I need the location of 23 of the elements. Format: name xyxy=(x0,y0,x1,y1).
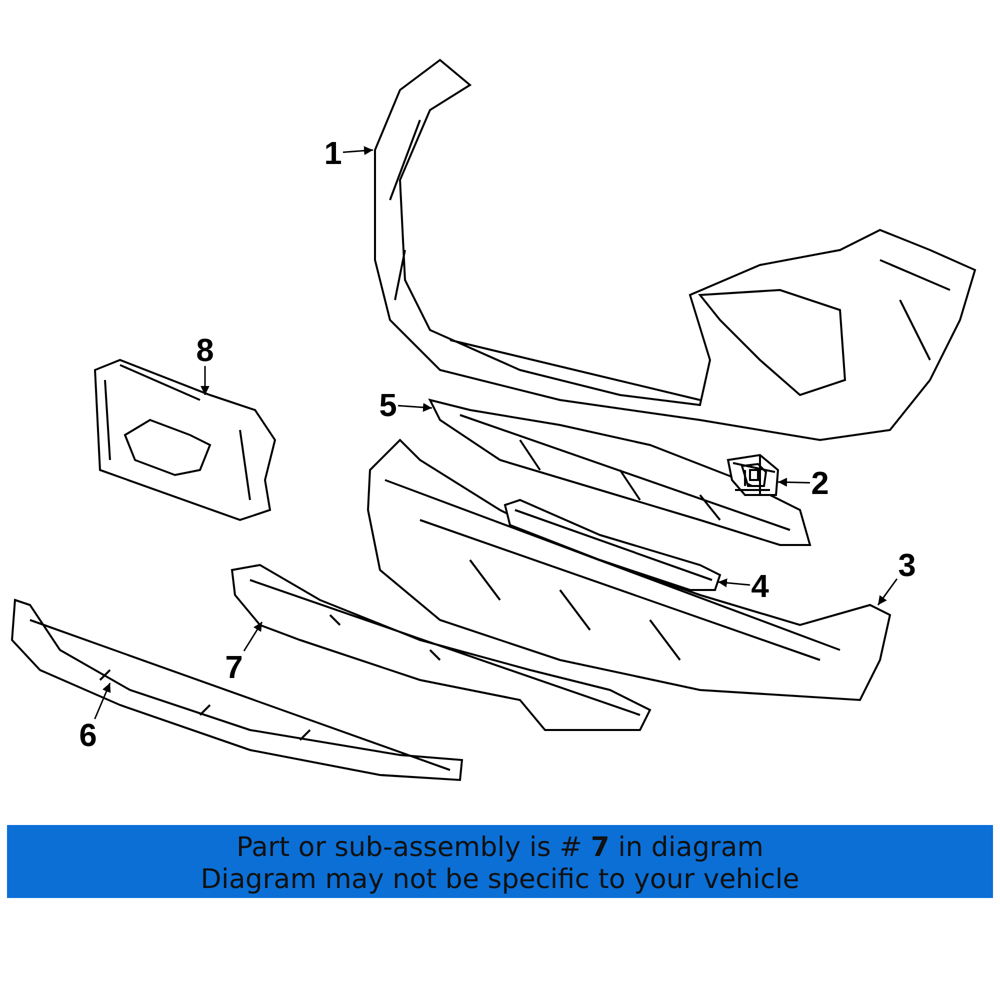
bumper-part-drawing xyxy=(367,438,892,702)
leader-line xyxy=(718,578,750,588)
leader-line xyxy=(200,366,210,395)
leader-line xyxy=(243,622,263,652)
banner-text: Diagram may not be specific to your vehicle xyxy=(200,864,800,896)
leader-line xyxy=(94,682,111,720)
bumper-part-drawing xyxy=(429,399,812,546)
callout-number: 8 xyxy=(193,333,217,367)
leader-line xyxy=(877,578,898,606)
leader-line xyxy=(398,402,432,412)
bumper-part-drawing xyxy=(11,599,464,782)
leader-line xyxy=(778,478,810,487)
bumper-part-drawing xyxy=(727,454,780,496)
callout-number: 6 xyxy=(76,718,100,752)
callout-number: 3 xyxy=(895,548,919,582)
callout-number: 4 xyxy=(748,569,772,603)
bumper-part-drawing xyxy=(374,58,976,442)
callout-number: 7 xyxy=(222,650,246,684)
callout-number: 1 xyxy=(321,136,345,170)
banner-text: Part or sub-assembly is # 7 in diagram xyxy=(235,832,765,864)
callout-number: 2 xyxy=(808,466,832,500)
leader-line xyxy=(342,146,374,156)
callout-number: 5 xyxy=(376,388,400,422)
